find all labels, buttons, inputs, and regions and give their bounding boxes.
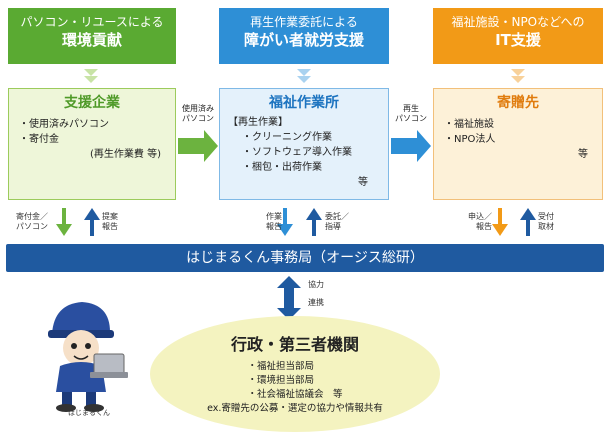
recipient-note: 等 bbox=[578, 149, 588, 160]
proposal-up-arrow bbox=[84, 208, 100, 236]
list-item: ・福祉施設 bbox=[444, 119, 494, 130]
office-bar-label: はじまるくん事務局（オージス総研） bbox=[186, 250, 424, 266]
receive-label: 受付 取材 bbox=[538, 212, 554, 231]
list-item: ・NPO法人 bbox=[444, 134, 496, 145]
receive-up-arrow bbox=[520, 208, 536, 236]
cooperation-label: 協力 連携 bbox=[308, 280, 338, 308]
government-list: ・福祉担当部局 ・環境担当部局 ・社会福祉協議会 等 bbox=[247, 360, 342, 402]
apply-label: 申込／ 報告 bbox=[468, 212, 492, 231]
proposal-label: 提案 報告 bbox=[102, 212, 118, 231]
government-oval: 行政・第三者機関 ・福祉担当部局 ・環境担当部局 ・社会福祉協議会 等 ex.寄… bbox=[150, 316, 440, 432]
header-disability: 再生作業委託による 障がい者就労支援 bbox=[219, 8, 389, 64]
header-environment: パソコン・リユースによる 環境貢献 bbox=[8, 8, 176, 64]
workshop-list: ・クリーニング作業 ・ソフトウェア導入作業 ・梱包・出荷作業 bbox=[220, 130, 388, 175]
header-environment-line1: パソコン・リユースによる bbox=[20, 15, 164, 29]
header-it-line1: 福祉施設・NPOなどへの bbox=[451, 15, 585, 29]
header-it-line2: IT支援 bbox=[495, 31, 541, 49]
vertical-arrows bbox=[56, 208, 536, 236]
donation-label: 寄付金／ パソコン bbox=[16, 212, 48, 231]
header-it: 福祉施設・NPOなどへの IT支援 bbox=[433, 8, 603, 64]
recipient-list: ・福祉施設 ・NPO法人 bbox=[434, 117, 602, 147]
used-pc-arrow bbox=[178, 130, 218, 162]
government-title: 行政・第三者機関 bbox=[230, 335, 359, 354]
header-environment-line2: 環境貢献 bbox=[61, 31, 122, 49]
support-company-list: ・使用済みパソコン ・寄付金 bbox=[9, 117, 175, 147]
workshop-title: 福祉作業所 bbox=[269, 95, 339, 111]
support-company-title: 支援企業 bbox=[64, 95, 120, 111]
mascot-illustration bbox=[48, 302, 128, 412]
flow-arrows bbox=[178, 130, 431, 162]
header-down-arrows bbox=[84, 69, 525, 83]
list-item: ・ソフトウェア導入作業 bbox=[242, 147, 352, 158]
work-report-up-arrow bbox=[277, 208, 293, 236]
commission-up-arrow bbox=[306, 208, 322, 236]
header-disability-line1: 再生作業委託による bbox=[250, 15, 358, 29]
commission-label: 委託／ 指導 bbox=[325, 212, 349, 231]
list-item: ・梱包・出荷作業 bbox=[242, 162, 322, 173]
list-item: ・福祉担当部局 bbox=[247, 361, 314, 372]
mascot-name: はじまるくん bbox=[68, 409, 110, 417]
cooperation-line1: 協力 bbox=[308, 280, 324, 289]
cooperation-arrow bbox=[277, 276, 301, 320]
list-item: ・環境担当部局 bbox=[247, 375, 314, 386]
header-disability-line2: 障がい者就労支援 bbox=[243, 31, 364, 49]
workshop-note: 等 bbox=[358, 177, 368, 188]
list-item: ・クリーニング作業 bbox=[242, 132, 332, 143]
recycled-pc-arrow bbox=[391, 130, 431, 162]
list-item: ・社会福祉協議会 等 bbox=[247, 389, 343, 400]
used-pc-label: 使用済み パソコン bbox=[182, 104, 214, 123]
office-bar: はじまるくん事務局（オージス総研） bbox=[6, 244, 604, 272]
list-item: ・寄付金 bbox=[19, 134, 59, 145]
workshop-box: 福祉作業所 【再生作業】 ・クリーニング作業 ・ソフトウェア導入作業 ・梱包・出… bbox=[219, 88, 389, 200]
support-company-note: (再生作業費 等) bbox=[90, 149, 161, 160]
government-example: ex.寄贈先の公募・選定の協力や情報共有 bbox=[207, 403, 383, 414]
work-report-label: 作業 報告 bbox=[266, 212, 282, 231]
cooperation-line2: 連携 bbox=[308, 298, 324, 307]
recycled-pc-label: 再生 パソコン bbox=[395, 104, 427, 123]
list-item: ・使用済みパソコン bbox=[19, 119, 109, 130]
apply-down-arrow bbox=[492, 208, 508, 236]
donation-down-arrow bbox=[56, 208, 72, 236]
support-company-box: 支援企業 ・使用済みパソコン ・寄付金 (再生作業費 等) bbox=[8, 88, 176, 200]
workshop-section-label: 【再生作業】 bbox=[228, 117, 288, 128]
recipient-title: 寄贈先 bbox=[497, 95, 539, 111]
recipient-box: 寄贈先 ・福祉施設 ・NPO法人 等 bbox=[433, 88, 603, 200]
